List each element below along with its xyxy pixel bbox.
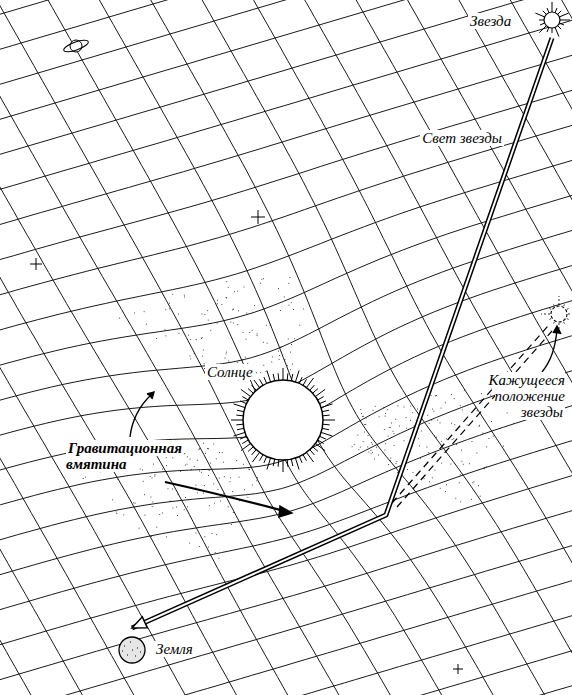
node-label: Кажущееся положение звезды xyxy=(459,372,565,420)
sun-node: Солнце xyxy=(205,362,335,464)
light-ray xyxy=(132,38,552,628)
node-label: Звезда xyxy=(468,13,528,29)
stipple-shading xyxy=(83,278,515,559)
star-node: Звезда xyxy=(468,4,568,38)
node-label: Солнце xyxy=(205,364,265,380)
edge-label: Свет звезды xyxy=(420,130,504,146)
pointer-arrows xyxy=(130,326,561,517)
apparent-star-node: Кажущееся положение звезды xyxy=(455,300,569,428)
node-label: Земля xyxy=(154,641,220,657)
saturn-planet xyxy=(62,38,89,54)
annotation-label: Гравитационная вмятина xyxy=(66,440,196,472)
small-stars xyxy=(30,210,463,674)
earth-node: Земля xyxy=(112,628,224,668)
